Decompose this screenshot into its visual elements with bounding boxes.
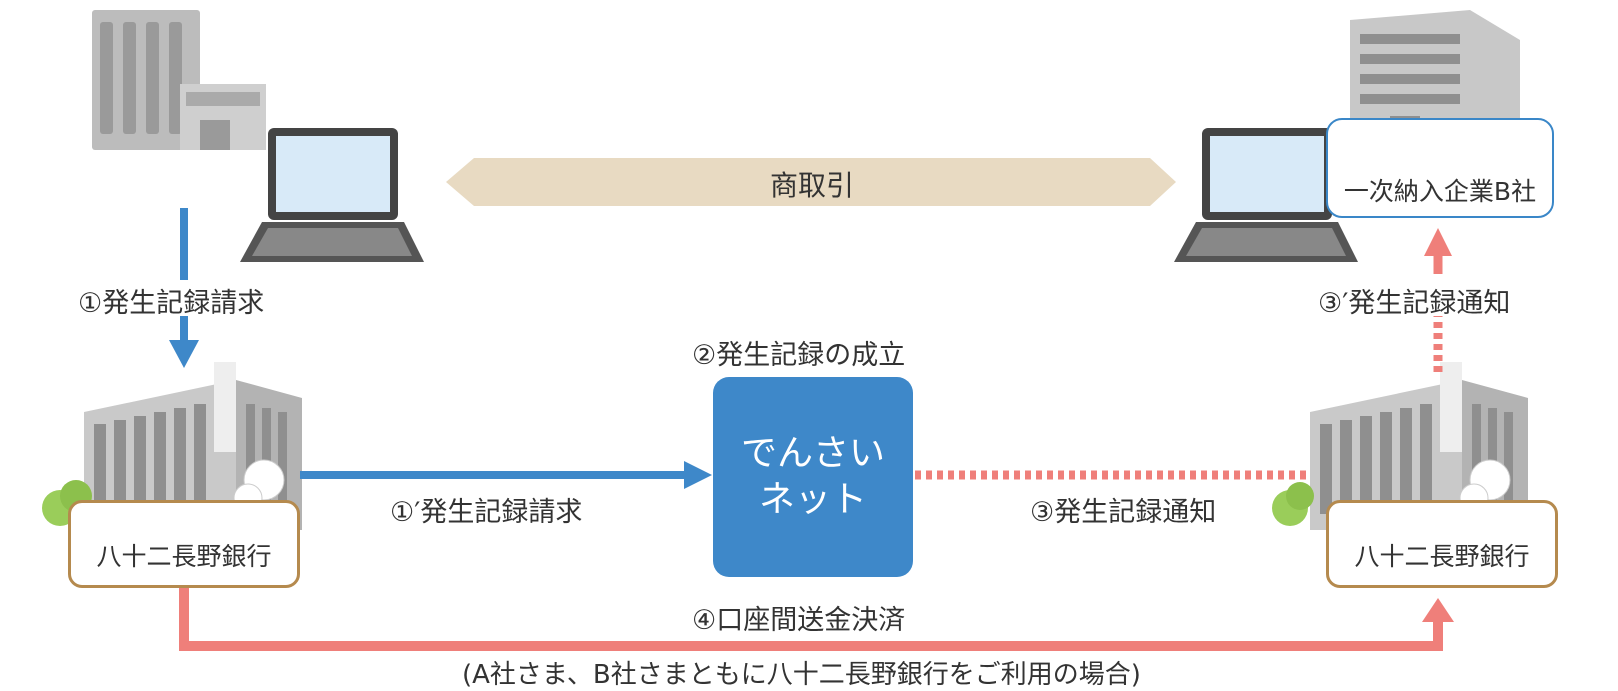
step3-label: ③発生記録通知	[1030, 497, 1217, 528]
bank-right-building-icon	[1272, 362, 1528, 530]
bank-left-label: 八十二長野銀行	[96, 542, 272, 571]
company-b-label: 一次納入企業B社	[1343, 177, 1537, 206]
step3b-label: ③′発生記録通知	[1318, 288, 1511, 319]
bank-right-label: 八十二長野銀行	[1354, 542, 1530, 571]
densai-line2: ネット	[758, 479, 867, 520]
trade-double-arrow	[446, 158, 1176, 206]
step2-label: ②発生記録の成立	[692, 340, 906, 371]
step4-settlement-arrow	[179, 588, 1454, 651]
step1b-arrow	[300, 461, 712, 489]
company-b-box: 一次納入企業B社	[1326, 118, 1554, 218]
trade-label: 商取引	[770, 169, 855, 202]
company-a-building-icon	[92, 10, 266, 150]
step1b-label: ①′発生記録請求	[390, 497, 583, 528]
step3b-arrow	[1424, 228, 1452, 372]
footnote: (A社さま、B社さまともに八十二長野銀行をご利用の場合)	[462, 660, 1141, 690]
step1-label: ①発生記録請求	[78, 288, 265, 319]
bank-left-building-icon	[42, 362, 302, 530]
company-a-laptop-icon	[240, 128, 424, 262]
step4-label: ④口座間送金決済	[692, 605, 906, 636]
bank-right-box: 八十二長野銀行	[1326, 500, 1558, 588]
step1-arrow	[169, 208, 199, 368]
densai-net-box: でんさい ネット	[713, 377, 913, 577]
densai-line1: でんさい	[740, 433, 885, 474]
company-b-laptop-icon	[1174, 128, 1358, 262]
bank-left-box: 八十二長野銀行	[68, 500, 300, 588]
